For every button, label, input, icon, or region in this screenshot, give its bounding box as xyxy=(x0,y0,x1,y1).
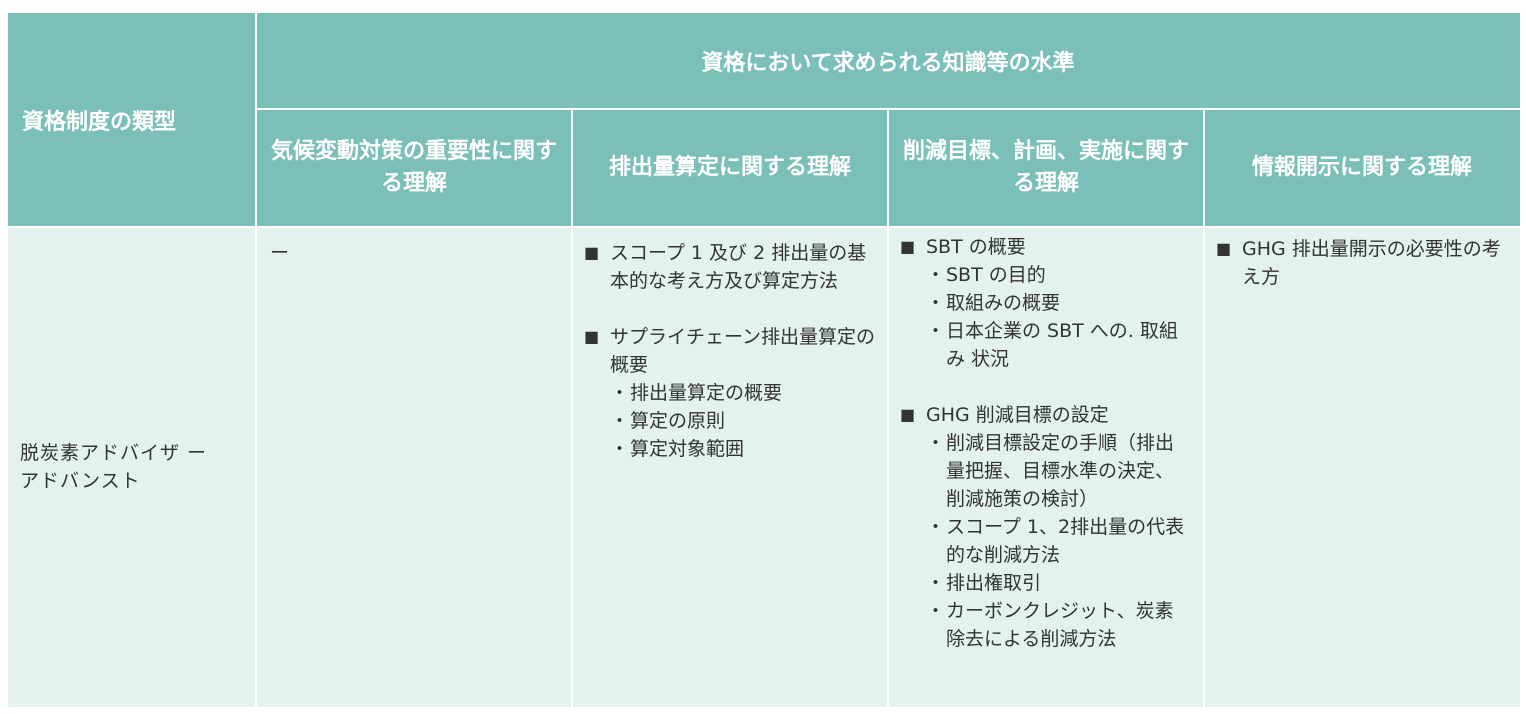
row-divider xyxy=(256,108,1520,110)
row-col-disclosure: ■ GHG 排出量開示の必要性の考え方 xyxy=(1204,227,1520,707)
header-group-cell: 資格において求められる知識等の水準 xyxy=(256,13,1520,109)
emission-sub-item: ・ 算定対象範囲 xyxy=(572,435,878,463)
reduction-sub-item: ・ SBT の目的 xyxy=(888,261,1188,289)
row-type-cell: 脱炭素アドバイザ ーアドバンスト xyxy=(8,227,256,707)
reduction-sub-item-text: 排出権取引 xyxy=(946,572,1042,594)
reduction-sub-item: ・ 日本企業の SBT への. 取組み 状況 xyxy=(888,317,1188,373)
reduction-sub-item: ・ 排出権取引 xyxy=(888,569,1188,597)
knowledge-table: 資格制度の類型 資格において求められる知識等の水準 気候変動対策の重要性に関する… xyxy=(8,13,1520,707)
dot-bullet-icon: ・ xyxy=(610,438,630,460)
row-col-emission: ■ スコープ 1 及び 2 排出量の基本的な考え方及び算定方法 ■ サプライチェ… xyxy=(572,227,888,707)
header-col-emission: 排出量算定に関する理解 xyxy=(572,109,888,227)
reduction-sub-item-text: 日本企業の SBT への. 取組み 状況 xyxy=(946,320,1178,370)
dot-bullet-icon: ・ xyxy=(926,572,946,594)
reduction-sub-item-text: スコープ 1、2排出量の代表的な削減方法 xyxy=(946,516,1185,566)
column-divider xyxy=(571,109,573,707)
emission-bullet-2: ■ サプライチェーン排出量算定の概要 xyxy=(572,323,878,379)
reduction-sub-item-text: 削減目標設定の手順（排出量把握、目標水準の決定、削減施策の検討） xyxy=(946,432,1175,510)
row-col-climate: ー xyxy=(256,227,572,707)
dot-bullet-icon: ・ xyxy=(610,382,630,404)
square-bullet-icon: ■ xyxy=(900,237,916,256)
emission-sub-item: ・ 算定の原則 xyxy=(572,407,878,435)
square-bullet-icon: ■ xyxy=(1216,239,1232,258)
reduction-sub-item: ・ 削減目標設定の手順（排出量把握、目標水準の決定、削減施策の検討） xyxy=(888,429,1188,513)
reduction-sub-item: ・ スコープ 1、2排出量の代表的な削減方法 xyxy=(888,513,1188,569)
reduction-sub-item-text: 取組みの概要 xyxy=(946,292,1061,314)
dot-bullet-icon: ・ xyxy=(926,264,946,286)
emission-sub-item-text: 算定対象範囲 xyxy=(630,438,745,460)
emission-sub-item: ・ 排出量算定の概要 xyxy=(572,379,878,407)
header-col-climate: 気候変動対策の重要性に関する理解 xyxy=(256,109,572,227)
header-col-disclosure: 情報開示に関する理解 xyxy=(1204,109,1520,227)
disclosure-bullet-1-text: GHG 排出量開示の必要性の考え方 xyxy=(1242,238,1501,288)
dot-bullet-icon: ・ xyxy=(926,320,946,342)
header-col-climate-label: 気候変動対策の重要性に関する理解 xyxy=(270,139,557,196)
row-divider xyxy=(8,226,1520,228)
square-bullet-icon: ■ xyxy=(584,243,600,262)
reduction-bullet-2-text: GHG 削減目標の設定 xyxy=(926,404,1109,426)
reduction-sub-item: ・ カーボンクレジット、炭素除去による削減方法 xyxy=(888,597,1188,653)
reduction-bullet-2: ■ GHG 削減目標の設定 xyxy=(888,401,1188,429)
row-type-name: 脱炭素アドバイザ ーアドバンスト xyxy=(20,442,208,492)
column-divider xyxy=(1203,109,1205,707)
dot-bullet-icon: ・ xyxy=(610,410,630,432)
header-type-cell: 資格制度の類型 xyxy=(8,13,256,227)
square-bullet-icon: ■ xyxy=(584,327,600,346)
reduction-sub-item-text: カーボンクレジット、炭素除去による削減方法 xyxy=(946,600,1174,650)
emission-sub-item-text: 排出量算定の概要 xyxy=(630,382,783,404)
header-type-label: 資格制度の類型 xyxy=(22,110,177,135)
header-col-disclosure-label: 情報開示に関する理解 xyxy=(1251,155,1472,180)
reduction-sub-item: ・ 取組みの概要 xyxy=(888,289,1188,317)
reduction-bullet-1-text: SBT の概要 xyxy=(926,236,1026,258)
reduction-sub-item-text: SBT の目的 xyxy=(946,264,1046,286)
column-divider xyxy=(887,109,889,707)
dot-bullet-icon: ・ xyxy=(926,516,946,538)
row-col-reduction: ■ SBT の概要 ・ SBT の目的 ・ 取組みの概要 ・ 日本企業の SBT… xyxy=(888,227,1204,707)
row-col-climate-text: ー xyxy=(270,242,290,264)
column-divider xyxy=(255,13,257,707)
emission-sub-item-text: 算定の原則 xyxy=(630,410,726,432)
header-col-reduction: 削減目標、計画、実施に関する理解 xyxy=(888,109,1204,227)
emission-bullet-2-text: サプライチェーン排出量算定の概要 xyxy=(610,326,876,376)
emission-bullet-1-text: スコープ 1 及び 2 排出量の基本的な考え方及び算定方法 xyxy=(610,242,867,292)
header-group-label: 資格において求められる知識等の水準 xyxy=(701,51,1075,76)
dot-bullet-icon: ・ xyxy=(926,292,946,314)
header-col-reduction-label: 削減目標、計画、実施に関する理解 xyxy=(902,139,1189,196)
disclosure-bullet-1: ■ GHG 排出量開示の必要性の考え方 xyxy=(1204,235,1506,291)
dot-bullet-icon: ・ xyxy=(926,432,946,454)
dot-bullet-icon: ・ xyxy=(926,600,946,622)
reduction-bullet-1: ■ SBT の概要 xyxy=(888,233,1188,261)
square-bullet-icon: ■ xyxy=(900,405,916,424)
header-col-emission-label: 排出量算定に関する理解 xyxy=(608,155,851,180)
emission-bullet-1: ■ スコープ 1 及び 2 排出量の基本的な考え方及び算定方法 xyxy=(572,239,878,295)
